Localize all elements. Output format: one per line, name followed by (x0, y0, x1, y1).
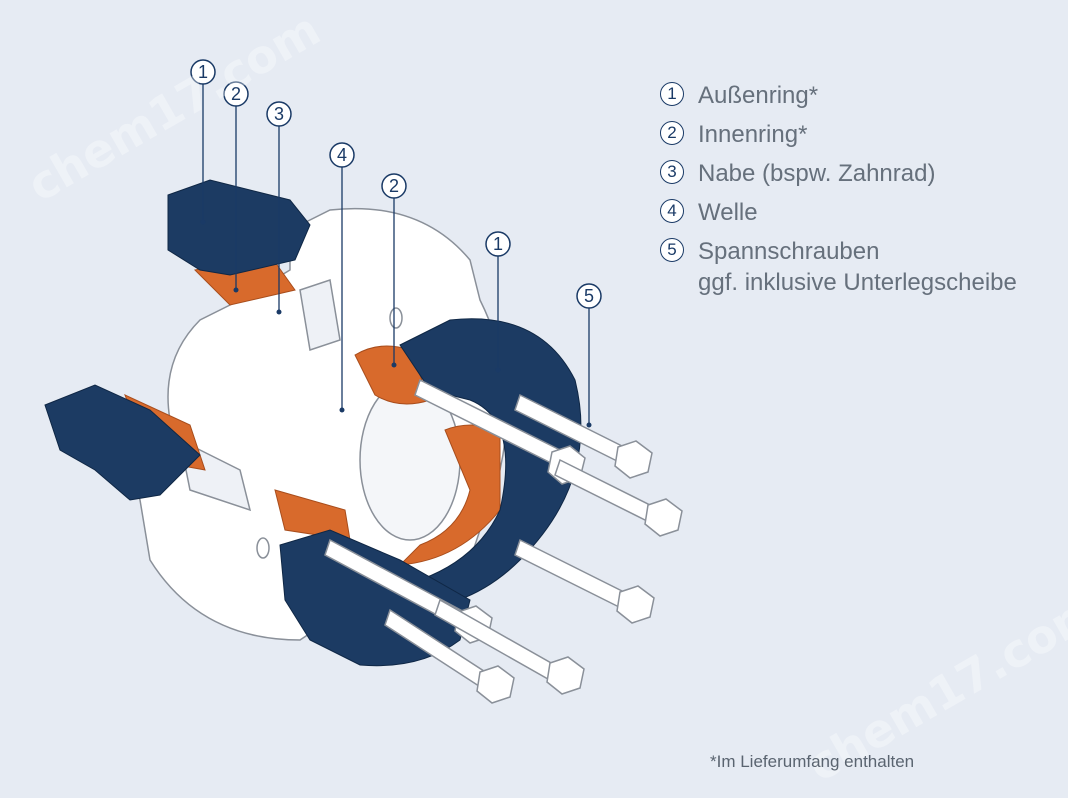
callout-circle-1: 1 (190, 59, 216, 85)
legend-item-2: 2 Innenring* (660, 119, 1060, 150)
legend-label-line: ggf. inklusive Unterlegscheibe (698, 269, 1017, 296)
legend-number: 3 (660, 160, 684, 184)
legend-label: Nabe (bspw. Zahnrad) (698, 158, 935, 189)
callout-circle-4: 4 (329, 142, 355, 168)
legend-label-line: Spannschrauben (698, 238, 880, 265)
shaft-slot (299, 279, 341, 351)
callout-label: 4 (337, 145, 347, 165)
callout-circle-5: 2 (381, 173, 407, 199)
bolt-2 (514, 393, 653, 479)
callout-circle-3: 3 (266, 101, 292, 127)
callout-circle-6: 1 (485, 231, 511, 257)
legend-label: Außenring* (698, 80, 818, 111)
callout-dots (200, 219, 592, 428)
callout-label: 5 (584, 286, 594, 306)
legend-label: Innenring* (698, 119, 807, 150)
footnote: *Im Lieferumfang enthalten (710, 752, 915, 771)
legend-item-4: 4 Welle (660, 197, 1060, 228)
outer-ring-right (378, 318, 582, 611)
legend-label: Welle (698, 197, 758, 228)
callout-circle-2: 2 (223, 81, 249, 107)
hub-hole (256, 537, 270, 559)
bolt-6 (384, 608, 515, 704)
callout-label: 1 (493, 234, 503, 254)
legend-number: 2 (660, 121, 684, 145)
hub-hole-top (389, 307, 403, 329)
legend-label-line: Innenring* (698, 121, 808, 148)
bolts (324, 378, 683, 704)
callout-label: 3 (274, 104, 284, 124)
callout-label: 2 (389, 176, 399, 196)
outer-ring-left (44, 384, 201, 501)
bolt-7 (434, 598, 585, 695)
legend: 1 Außenring* 2 Innenring* 3 Nabe (bspw. … (660, 80, 1060, 306)
legend-number: 1 (660, 82, 684, 106)
legend-item-3: 3 Nabe (bspw. Zahnrad) (660, 158, 1060, 189)
callout-label: 2 (231, 84, 241, 104)
legend-item-1: 1 Außenring* (660, 80, 1060, 111)
legend-label-line: Nabe (bspw. Zahnrad) (698, 160, 936, 187)
callouts (202, 84, 590, 425)
legend-label-line: Welle (698, 199, 758, 226)
outer-ring-top-left (167, 179, 311, 276)
legend-item-5: 5 Spannschrauben ggf. inklusive Unterleg… (660, 236, 1060, 298)
legend-label-line: Außenring* (698, 82, 819, 109)
bolt-3 (554, 458, 683, 537)
legend-number: 4 (660, 199, 684, 223)
legend-number: 5 (660, 238, 684, 262)
bolt-4 (514, 538, 655, 624)
callout-label: 1 (198, 62, 208, 82)
legend-label: Spannschrauben ggf. inklusive Unterlegsc… (698, 236, 1017, 298)
callout-circle-7: 5 (576, 283, 602, 309)
